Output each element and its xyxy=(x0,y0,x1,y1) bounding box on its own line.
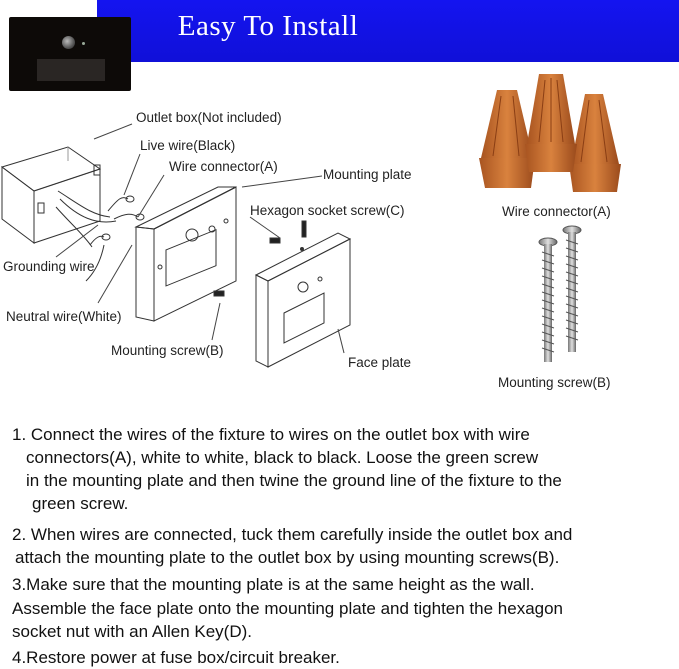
label-wire-connector-photo: Wire connector(A) xyxy=(502,204,611,219)
step3-line2: Assemble the face plate onto the mountin… xyxy=(12,599,564,618)
banner-title-wrap: Easy To Install xyxy=(97,10,679,43)
step2-line2: attach the mounting plate to the outlet … xyxy=(15,548,560,567)
step3-line3: socket nut with an Allen Key(D). xyxy=(12,622,253,641)
motion-sensor-icon xyxy=(62,36,75,49)
header-banner: Easy To Install xyxy=(97,0,679,62)
step1-line4: green screw. xyxy=(32,494,129,513)
label-hexagon-socket-screw: Hexagon socket screw(C) xyxy=(250,203,405,218)
mounting-plate-drawing xyxy=(134,186,237,322)
outlet-box-drawing xyxy=(0,146,102,244)
light-window xyxy=(37,59,105,81)
step1-line1: 1. Connect the wires of the fixture to w… xyxy=(12,425,530,444)
banner-title: Easy To Install xyxy=(177,10,359,42)
mounting-screws-image xyxy=(538,225,582,362)
label-neutral-wire: Neutral wire(White) xyxy=(6,309,122,324)
label-mounting-screw: Mounting screw(B) xyxy=(111,343,224,358)
screw-right xyxy=(562,225,582,352)
step3-line1: 3.Make sure that the mounting plate is a… xyxy=(12,575,535,594)
hexagon-screws-drawing xyxy=(213,220,307,297)
connector-right xyxy=(569,94,621,192)
led-indicator-icon xyxy=(82,42,85,45)
installation-diagram xyxy=(0,123,352,368)
step4-line1: 4.Restore power at fuse box/circuit brea… xyxy=(12,648,340,667)
connector-middle xyxy=(525,74,577,172)
face-plate-drawing xyxy=(254,232,352,368)
step2-line1: 2. When wires are connected, tuck them c… xyxy=(12,525,573,544)
label-face-plate: Face plate xyxy=(348,355,412,370)
label-wire-connector: Wire connector(A) xyxy=(169,159,278,174)
wire-connectors-image xyxy=(479,74,621,192)
leader-lines xyxy=(55,123,345,354)
step1-line2: connectors(A), white to white, black to … xyxy=(26,448,539,467)
step1-line3: in the mounting plate and then twine the… xyxy=(26,471,562,490)
wires-drawing xyxy=(55,190,145,282)
screw-left xyxy=(538,237,558,362)
label-outlet-box: Outlet box(Not included) xyxy=(136,110,282,125)
label-grounding-wire: Grounding wire xyxy=(3,259,95,274)
label-live-wire: Live wire(Black) xyxy=(140,138,236,153)
connector-left xyxy=(479,90,535,188)
label-mounting-plate: Mounting plate xyxy=(323,167,412,182)
product-image xyxy=(9,17,131,91)
label-mounting-screw-photo: Mounting screw(B) xyxy=(498,375,611,390)
